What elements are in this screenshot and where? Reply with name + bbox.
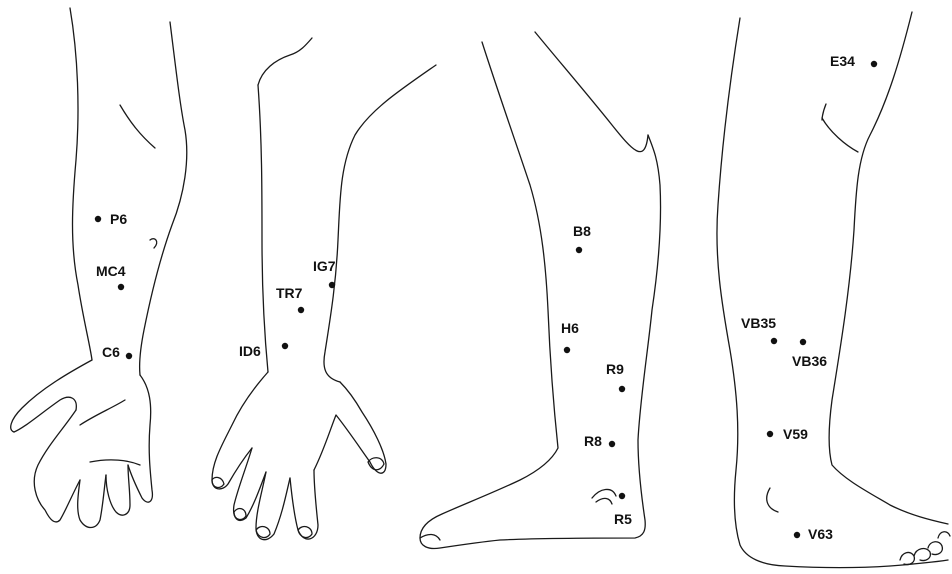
point-label: H6	[561, 320, 579, 336]
point-label: R8	[584, 433, 602, 449]
point-label: TR7	[276, 285, 303, 301]
point-label: V59	[783, 426, 808, 442]
acupoint-h6: H6	[561, 320, 579, 353]
acupoint-b8: B8	[573, 223, 591, 253]
acupoint-p6: P6	[95, 211, 128, 227]
point-dot	[118, 284, 124, 290]
point-dot	[126, 353, 132, 359]
point-label: R9	[606, 361, 624, 377]
inner-leg-foot-figure	[420, 32, 661, 549]
acupoint-id6: ID6	[239, 343, 288, 359]
point-dot	[576, 247, 582, 253]
acupoint-vb36: VB36	[792, 339, 827, 369]
point-dot	[329, 282, 335, 288]
point-dot	[95, 216, 101, 222]
point-dot	[619, 493, 625, 499]
point-label: V63	[808, 526, 833, 542]
acupoint-v59: V59	[767, 426, 808, 442]
acupoint-tr7: TR7	[276, 285, 304, 313]
acupoint-r9: R9	[606, 361, 625, 392]
point-label: R5	[614, 511, 632, 527]
acupoint-vb35: VB35	[741, 315, 777, 344]
point-dot	[794, 532, 800, 538]
point-dot	[619, 386, 625, 392]
acupoint-r8: R8	[584, 433, 615, 449]
point-dot	[871, 61, 877, 67]
back-forearm-hand-figure	[212, 38, 436, 540]
acupoint-mc4: MC4	[96, 263, 126, 290]
point-dot	[609, 441, 615, 447]
acupoint-c6: C6	[102, 344, 132, 360]
acupoint-r5: R5	[614, 493, 632, 527]
point-label: VB36	[792, 353, 827, 369]
point-label: B8	[573, 223, 591, 239]
acupoint-ig7: IG7	[313, 258, 336, 288]
acupoint-e34: E34	[830, 53, 877, 69]
point-dot	[767, 431, 773, 437]
point-dot	[771, 338, 777, 344]
point-label: MC4	[96, 263, 126, 279]
point-dot	[800, 339, 806, 345]
point-label: E34	[830, 53, 855, 69]
point-dot	[282, 343, 288, 349]
point-label: ID6	[239, 343, 261, 359]
point-label: VB35	[741, 315, 776, 331]
point-label: IG7	[313, 258, 336, 274]
acupoint-v63: V63	[794, 526, 833, 542]
point-dot	[564, 347, 570, 353]
point-label: P6	[110, 211, 127, 227]
point-label: C6	[102, 344, 120, 360]
lateral-leg-foot-figure	[717, 12, 950, 568]
point-dot	[298, 307, 304, 313]
